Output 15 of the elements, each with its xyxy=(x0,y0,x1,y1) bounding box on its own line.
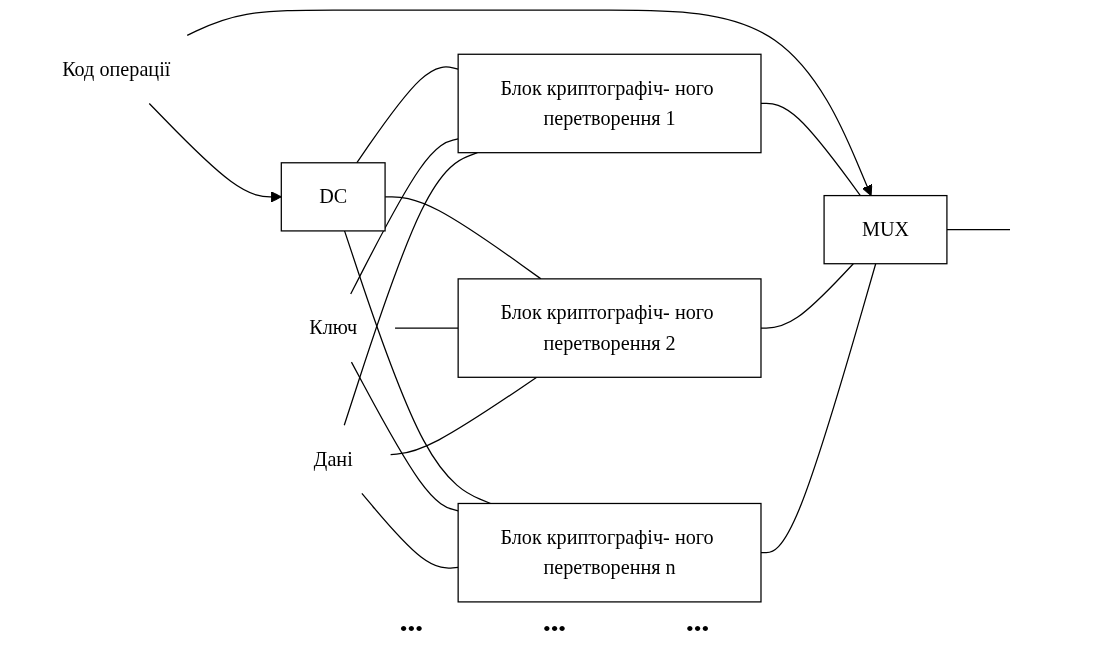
connector xyxy=(389,376,537,456)
node-box: Блок криптографіч- ного перетворення n xyxy=(457,502,762,603)
connector xyxy=(343,152,478,426)
node-text: Ключ xyxy=(308,316,357,339)
ellipsis-mark: ••• xyxy=(399,616,423,642)
connector xyxy=(343,230,491,505)
arrow xyxy=(186,9,872,197)
node-box: Блок криптографіч- ного перетворення 1 xyxy=(457,53,762,154)
node-box: MUX xyxy=(822,194,948,265)
node-text: Дані xyxy=(313,447,353,470)
ellipsis-mark: ••• xyxy=(686,616,710,642)
node-box: Блок криптографіч- ного перетворення 2 xyxy=(457,278,762,378)
node-text: Код операції xyxy=(61,58,170,80)
node-box: DC xyxy=(280,162,386,232)
ellipsis-mark: ••• xyxy=(542,616,567,642)
